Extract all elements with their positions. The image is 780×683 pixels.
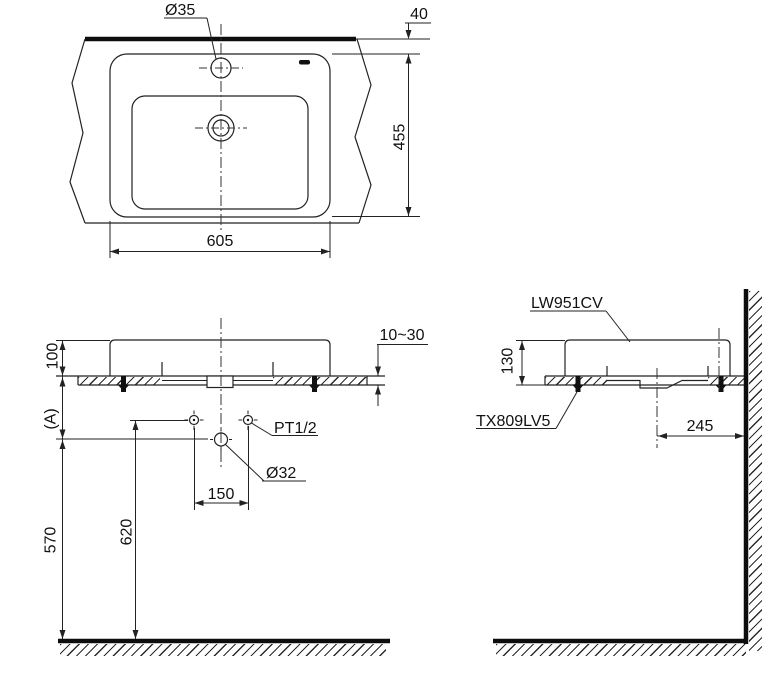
front-view: PT1/2 Ø32 150 — [43, 318, 428, 644]
dim-wall-gap: 40 — [405, 6, 431, 39]
drain-trap-outline — [607, 379, 708, 389]
side-view: LW951CV TX809LV5 130 — [476, 289, 749, 644]
fixing-bolt — [572, 376, 584, 392]
arrowhead — [59, 440, 66, 449]
arrowhead — [59, 366, 66, 376]
dim-depth: 455 — [332, 53, 420, 217]
arrowhead — [59, 429, 66, 439]
front-counter-hatch-left — [78, 376, 160, 385]
arrowhead — [519, 376, 525, 385]
drain-dia-leader — [224, 443, 265, 482]
supply-thread-leader — [251, 422, 273, 436]
dim-width: 605 — [109, 221, 331, 258]
product-code-label: LW951CV — [530, 295, 631, 343]
arrowhead — [405, 207, 412, 216]
arrowhead — [132, 630, 139, 639]
product-code-leader — [605, 310, 631, 343]
faucet-dia-label: Ø35 — [164, 2, 217, 60]
supply-height-text: 620 — [119, 519, 136, 546]
basin-height-text: 130 — [500, 348, 517, 375]
arrowhead — [405, 30, 412, 39]
supply-thread-text: PT1/2 — [274, 420, 317, 437]
width-text: 605 — [207, 233, 234, 250]
basin-bowl-outline — [131, 95, 309, 210]
wall-hatch — [748, 291, 762, 651]
side-floor-hatch — [496, 643, 746, 656]
dim-supply-spacing: 150 — [194, 426, 249, 510]
arrowhead — [519, 341, 525, 350]
wall-gap-text: 40 — [410, 6, 428, 23]
drain-stub — [206, 375, 234, 389]
faucet-dia-text: Ø35 — [165, 2, 195, 19]
fixing-bolt — [715, 376, 727, 392]
drain-to-wall-text: 245 — [687, 418, 714, 435]
dim-supply-height: 620 — [119, 420, 188, 639]
supply-thread-label: PT1/2 — [251, 420, 318, 437]
arrowhead — [375, 366, 381, 376]
bolt-code-text: TX809LV5 — [476, 413, 551, 430]
drain-dia-text: Ø32 — [266, 465, 296, 482]
overflow-slot — [299, 60, 310, 65]
dim-basin-height: 130 — [500, 340, 565, 386]
arrowhead — [110, 248, 119, 255]
faucet-dia-leader — [206, 17, 217, 60]
supply-spacing-text: 150 — [208, 486, 235, 503]
bolt-code-leader — [555, 391, 578, 429]
dim-a-text: (A) — [43, 408, 60, 429]
dim-counter-thickness: 10~30 — [375, 327, 428, 406]
front-counter-hatch-right — [273, 376, 367, 385]
arrowhead — [735, 433, 744, 439]
dim-drain-to-wall: 245 — [657, 418, 744, 439]
arrowhead — [194, 500, 204, 506]
side-counter-hatch-right — [708, 376, 746, 385]
counter-break-line-left — [69, 38, 86, 224]
fixing-bolt — [117, 376, 130, 392]
arrowhead — [239, 500, 249, 506]
counter-break-line-right — [354, 38, 372, 224]
arrowhead — [59, 341, 66, 350]
drain-dia-label: Ø32 — [224, 443, 306, 482]
basin-front-outline — [109, 339, 331, 376]
dim-chain-left: 100 (A) 570 — [43, 340, 208, 639]
depth-text: 455 — [392, 124, 409, 151]
arrowhead — [59, 377, 66, 387]
arrowhead — [132, 421, 139, 430]
front-floor-hatch — [60, 643, 386, 656]
plan-view: Ø35 40 455 — [69, 2, 431, 258]
fixing-bolt — [308, 376, 321, 392]
arrowhead — [375, 385, 381, 395]
arrowhead — [321, 248, 330, 255]
basin-side-outline — [564, 339, 731, 376]
arrowhead — [658, 433, 667, 439]
arrowhead — [59, 630, 66, 639]
basin-rim-outline — [109, 53, 331, 218]
drain-height-text: 570 — [43, 527, 60, 554]
product-code-text: LW951CV — [531, 295, 603, 312]
counter-thickness-text: 10~30 — [380, 327, 425, 344]
rim-height-text: 100 — [45, 343, 62, 370]
bolt-code-label: TX809LV5 — [476, 391, 578, 430]
arrowhead — [405, 54, 412, 64]
